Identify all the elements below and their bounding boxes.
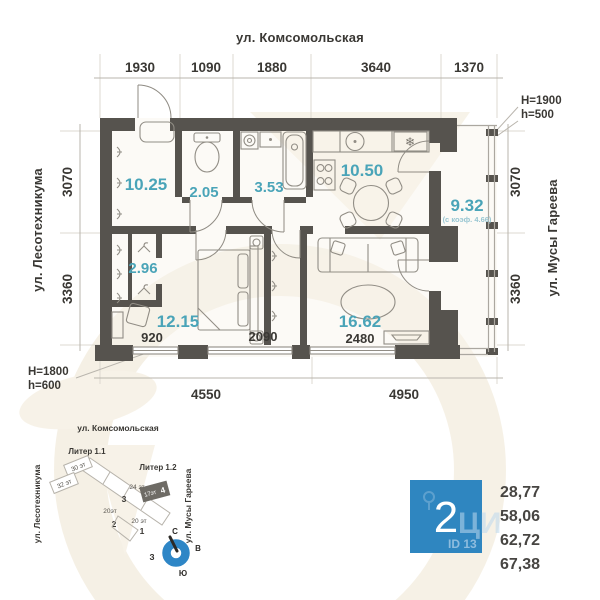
siteplan-street-right: ул. Мусы Гареева <box>183 468 193 543</box>
apartment-number: 2 <box>434 493 458 542</box>
compass-south: Ю <box>179 569 187 578</box>
area-value-4: 67,38 <box>500 556 540 573</box>
wc-area: 2.05 <box>189 184 218 201</box>
rug-icon <box>340 284 396 320</box>
street-top-label: ул. Комсомольская <box>236 30 364 45</box>
site-plan: ул. Комсомольская ул. Лесотехникума ул. … <box>32 423 201 578</box>
area-value-3: 62,72 <box>500 532 540 549</box>
callout-h1900: H=1900 <box>521 95 562 107</box>
balcony-area: 9.32 <box>450 196 483 215</box>
dim-920: 920 <box>141 330 163 345</box>
floors-24-label: 24 эт <box>129 484 144 491</box>
liter-1-1-label: Литер 1.1 <box>68 447 106 456</box>
block-3-label: 3 <box>122 494 127 504</box>
dim-left-1: 3070 <box>60 167 75 197</box>
walls <box>95 118 498 361</box>
doors <box>137 84 430 292</box>
street-right-label: ул. Мусы Гареева <box>545 179 560 297</box>
summary-block: ЦИ ID 13 2 28,77 58,06 62,72 67,38 <box>410 480 540 573</box>
coat-hooks <box>116 146 277 322</box>
compass-east: В <box>195 544 201 553</box>
fridge-icon: ❄ <box>393 131 428 152</box>
area-value-2: 58,06 <box>500 508 540 525</box>
tv-stand-icon <box>383 330 430 345</box>
dim-left-2: 3360 <box>60 274 75 304</box>
bed-icon <box>197 235 264 345</box>
dim-right-2: 3360 <box>508 274 523 304</box>
room-labels: 10.25 2.05 3.53 10.50 9.32 (с коэф. 4.66… <box>125 161 492 331</box>
dim-bottom-1: 4550 <box>191 387 221 402</box>
hanger-icons <box>137 242 151 295</box>
compass-west: З <box>149 553 154 562</box>
sink-icon <box>259 131 282 148</box>
height-callouts: H=1900 h=500 H=1800 h=600 <box>28 95 562 392</box>
floors-20b-label: 20 эт <box>131 518 146 525</box>
entry-cabinet <box>139 121 175 143</box>
street-labels: ул. Комсомольская ул. Лесотехникума ул. … <box>30 30 560 297</box>
bathroom-area: 3.53 <box>254 179 283 196</box>
dining-table <box>339 177 403 229</box>
callout-h600: h=600 <box>28 380 61 392</box>
block-1-label: 1 <box>140 526 145 536</box>
compass: С В Ю З <box>149 527 201 578</box>
outer-dimensions: 1930 1090 1880 3640 1370 3070 3360 3070 … <box>60 60 523 402</box>
dim-top-1: 1930 <box>125 60 155 75</box>
area-value-1: 28,77 <box>500 484 540 501</box>
dim-right-1: 3070 <box>508 167 523 197</box>
pin-icon <box>423 491 435 510</box>
dim-top-2: 1090 <box>191 60 221 75</box>
watermark-letters: ЦИ <box>458 507 501 540</box>
stove-icon <box>313 159 336 191</box>
toilet-icon <box>193 132 221 173</box>
apartment-number-tile <box>410 480 482 553</box>
floors-20a-label: 20эт <box>103 508 116 515</box>
compass-north: С <box>172 527 178 536</box>
interior-dimensions: 920 2090 2480 <box>141 329 374 346</box>
balcony-coef-note: (с коэф. 4.66) <box>443 215 492 224</box>
siteplan-street-top: ул. Комсомольская <box>77 423 158 433</box>
liter-1-2-label: Литер 1.2 <box>139 463 177 472</box>
desk-icon <box>111 302 151 339</box>
watermark-id: ID 13 <box>448 537 477 551</box>
balcony-glazing <box>457 124 497 356</box>
dim-top-4: 3640 <box>361 60 391 75</box>
callout-h500: h=500 <box>521 109 554 121</box>
svg-text:4: 4 <box>160 485 167 495</box>
compass-needle <box>168 535 179 553</box>
dimension-lines <box>60 54 525 384</box>
kitchen-area: 10.50 <box>341 161 384 180</box>
washer-icon <box>240 131 259 150</box>
bedroom-area: 12.15 <box>157 312 200 331</box>
svg-text:17эт: 17эт <box>144 490 158 499</box>
entrance-door-arc <box>137 84 172 119</box>
svg-text:❄: ❄ <box>405 135 415 149</box>
kitchen-counter <box>312 130 430 153</box>
dim-top-5: 1370 <box>454 60 484 75</box>
windows <box>132 346 396 355</box>
siteplan-street-left: ул. Лесотехникума <box>32 464 42 543</box>
dim-bottom-2: 4950 <box>389 387 419 402</box>
callout-h1800: H=1800 <box>28 366 69 378</box>
sofa-icon <box>317 237 419 273</box>
bathtub-icon <box>282 131 307 190</box>
dim-2480: 2480 <box>346 331 375 346</box>
street-left-label: ул. Лесотехникума <box>30 168 45 292</box>
highlighted-building-block: 17эт 4 <box>139 480 171 503</box>
dim-top-3: 1880 <box>257 60 287 75</box>
furniture: ❄ <box>111 121 430 345</box>
wardrobe-area: 2.96 <box>128 260 157 277</box>
hallway-area: 10.25 <box>125 175 168 194</box>
living-area: 16.62 <box>339 312 382 331</box>
dim-2090: 2090 <box>249 329 278 344</box>
